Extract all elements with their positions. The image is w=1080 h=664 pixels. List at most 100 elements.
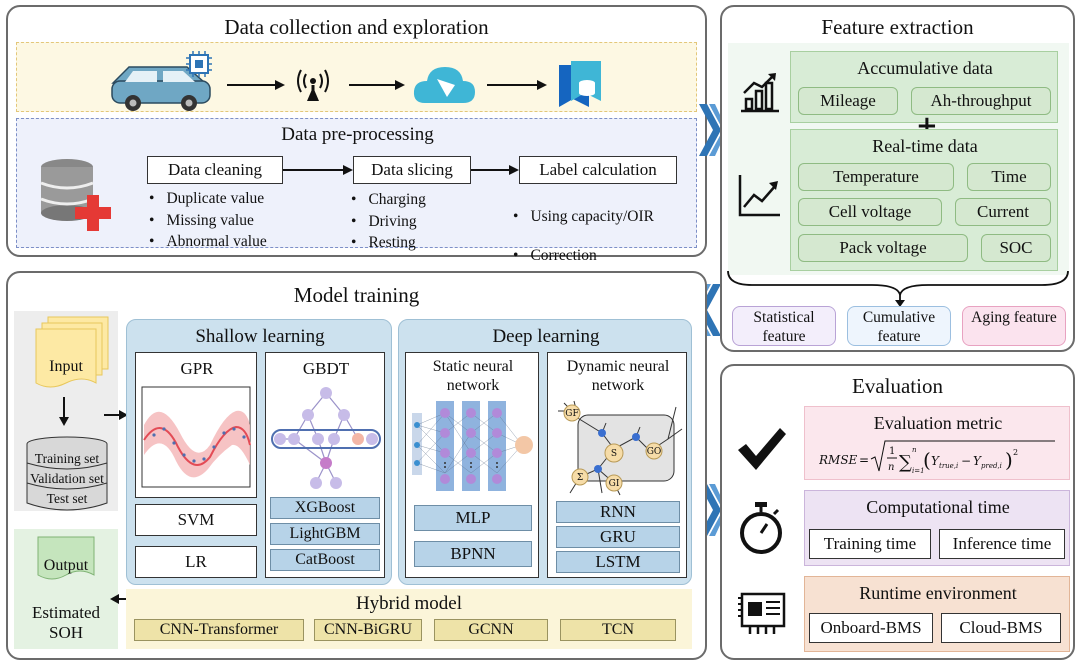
label-calculation-step: Label calculation — [519, 156, 677, 184]
realtime-data-box: Real-time data Temperature Time Cell vol… — [790, 129, 1058, 271]
evaluation-metric-box: Evaluation metric RMSE = 1 n ∑ n i=1 ( Y… — [804, 406, 1070, 480]
trend-line-icon — [738, 175, 780, 217]
accumulative-data-box: Accumulative data Mileage Ah-throughput — [790, 51, 1058, 123]
database-book-icon — [559, 61, 601, 107]
current-chip: Current — [955, 198, 1051, 226]
preprocessing-box: Data pre-processing Data cleaning Data s… — [16, 118, 697, 264]
bpnn-chip: BPNN — [414, 541, 532, 567]
list-item: Abnormal value — [149, 231, 266, 253]
lstm-chip: LSTM — [556, 551, 680, 573]
svg-text:Y: Y — [973, 454, 982, 468]
feature-extraction-title: Feature extraction — [821, 15, 974, 39]
rnn-cell-icon: GF S GO Σ GI — [558, 400, 683, 496]
gbdt-title: GBDT — [302, 359, 350, 378]
runtime-environment-box: Runtime environment Onboard-BMS Cloud-BM… — [804, 576, 1070, 652]
dataset-cylinder-icon — [26, 436, 108, 511]
lr-box: LR — [135, 546, 257, 578]
svg-text:Y: Y — [931, 454, 940, 468]
static-nn-title: Static neural network — [432, 358, 514, 394]
cumulative-feature-label: Cumulative feature — [862, 309, 936, 345]
list-item: Duplicate value — [149, 188, 267, 210]
dynamic-nn-title: Dynamic neural network — [566, 358, 670, 394]
feature-extraction-panel: Feature extraction Accumulative data Mil… — [720, 5, 1075, 352]
inference-time-box: Inference time — [939, 529, 1065, 559]
list-item: Resting — [351, 232, 426, 254]
chip-icon — [186, 51, 212, 77]
evaluation-panel: Evaluation Evaluation metric RMSE = 1 n … — [720, 364, 1075, 660]
rnn-node-label: Σ — [577, 473, 583, 483]
svg-text:(: ( — [923, 448, 931, 472]
accumulative-data-title: Accumulative data — [857, 58, 993, 78]
list-item: Using capacity/OIR — [513, 197, 654, 236]
svg-text:2: 2 — [1013, 448, 1018, 457]
cnn-bigru-chip: CNN-BiGRU — [314, 619, 422, 641]
shallow-learning-title: Shallow learning — [195, 326, 325, 347]
data-slicing-step: Data slicing — [353, 156, 471, 184]
realtime-data-title: Real-time data — [872, 136, 978, 156]
gpr-plot-icon — [141, 386, 251, 488]
data-collection-title: Data collection and exploration — [224, 15, 489, 39]
deep-learning-title: Deep learning — [492, 326, 600, 347]
input-documents-icon — [35, 316, 109, 388]
decision-tree-icon — [271, 387, 381, 489]
step-arrows — [283, 165, 519, 175]
svg-text:1: 1 — [889, 446, 895, 457]
static-nn-box: Static neural network — [405, 352, 539, 578]
gbdt-box: GBDT XGBoost LightG — [265, 352, 385, 578]
data-collection-panel: Data collection and exploration — [6, 5, 707, 264]
svg-text:RMSE: RMSE — [819, 453, 858, 467]
svg-text:∑: ∑ — [899, 452, 912, 473]
mlp-network-icon — [412, 401, 533, 491]
shallow-learning-box: Shallow learning GPR GBDT — [126, 319, 392, 585]
label-items-list: Using capacity/OIR Correction — [513, 197, 654, 275]
cumulative-feature-box: Cumulative feature — [847, 306, 951, 346]
input-down-arrow — [59, 397, 69, 426]
gcnn-chip: GCNN — [434, 619, 548, 641]
svg-text:n: n — [912, 446, 917, 454]
svg-text:−: − — [961, 454, 971, 468]
aging-feature-label: Aging feature — [971, 309, 1057, 326]
hybrid-model-box: Hybrid model CNN-Transformer CNN-BiGRU G… — [126, 589, 692, 649]
dynamic-nn-box: Dynamic neural network GF S — [547, 352, 687, 578]
gpr-box: GPR — [135, 352, 257, 498]
hybrid-model-title: Hybrid model — [355, 593, 463, 614]
list-item: Driving — [351, 211, 426, 233]
checkmark-icon — [738, 428, 786, 470]
list-item: Charging — [351, 189, 425, 211]
svg-text:n: n — [888, 462, 894, 473]
list-item: Missing value — [149, 210, 267, 232]
aging-feature-box: Aging feature — [962, 306, 1066, 346]
slicing-items-list: Charging Driving Resting — [351, 189, 426, 254]
gru-chip: GRU — [556, 526, 680, 548]
evaluation-metric-title: Evaluation metric — [873, 413, 1003, 433]
cleaning-items-list: Duplicate value Missing value Abnormal v… — [149, 188, 267, 253]
lightgbm-chip: LightGBM — [270, 523, 380, 545]
computational-time-title: Computational time — [866, 497, 1010, 517]
output-document-icon — [37, 536, 95, 580]
rnn-chip: RNN — [556, 501, 680, 523]
svm-box: SVM — [135, 504, 257, 536]
onboard-bms-box: Onboard-BMS — [809, 613, 933, 643]
mlp-chip: MLP — [414, 505, 532, 531]
tcn-chip: TCN — [560, 619, 676, 641]
output-label: Output — [43, 557, 89, 574]
deep-learning-box: Deep learning Static neural network — [398, 319, 692, 585]
cloud-bms-box: Cloud-BMS — [941, 613, 1061, 643]
training-set-label: Training set — [34, 451, 100, 466]
car-icon — [111, 66, 211, 111]
training-time-box: Training time — [809, 529, 931, 559]
svg-text:pred,i: pred,i — [981, 462, 1002, 470]
time-chip: Time — [967, 163, 1051, 191]
validation-set-label: Validation set — [30, 471, 104, 486]
catboost-chip: CatBoost — [270, 549, 380, 571]
collection-flow-icons — [111, 51, 601, 111]
model-training-title: Model training — [293, 283, 420, 307]
collection-flow-strip — [16, 42, 697, 112]
test-set-label: Test set — [46, 491, 88, 506]
antenna-icon — [297, 69, 329, 101]
rnn-node-label: S — [611, 449, 617, 459]
svg-text:): ) — [1005, 448, 1013, 472]
circuit-board-icon — [738, 592, 786, 634]
statistical-feature-box: Statistical feature — [732, 306, 836, 346]
xgboost-chip: XGBoost — [270, 497, 380, 519]
